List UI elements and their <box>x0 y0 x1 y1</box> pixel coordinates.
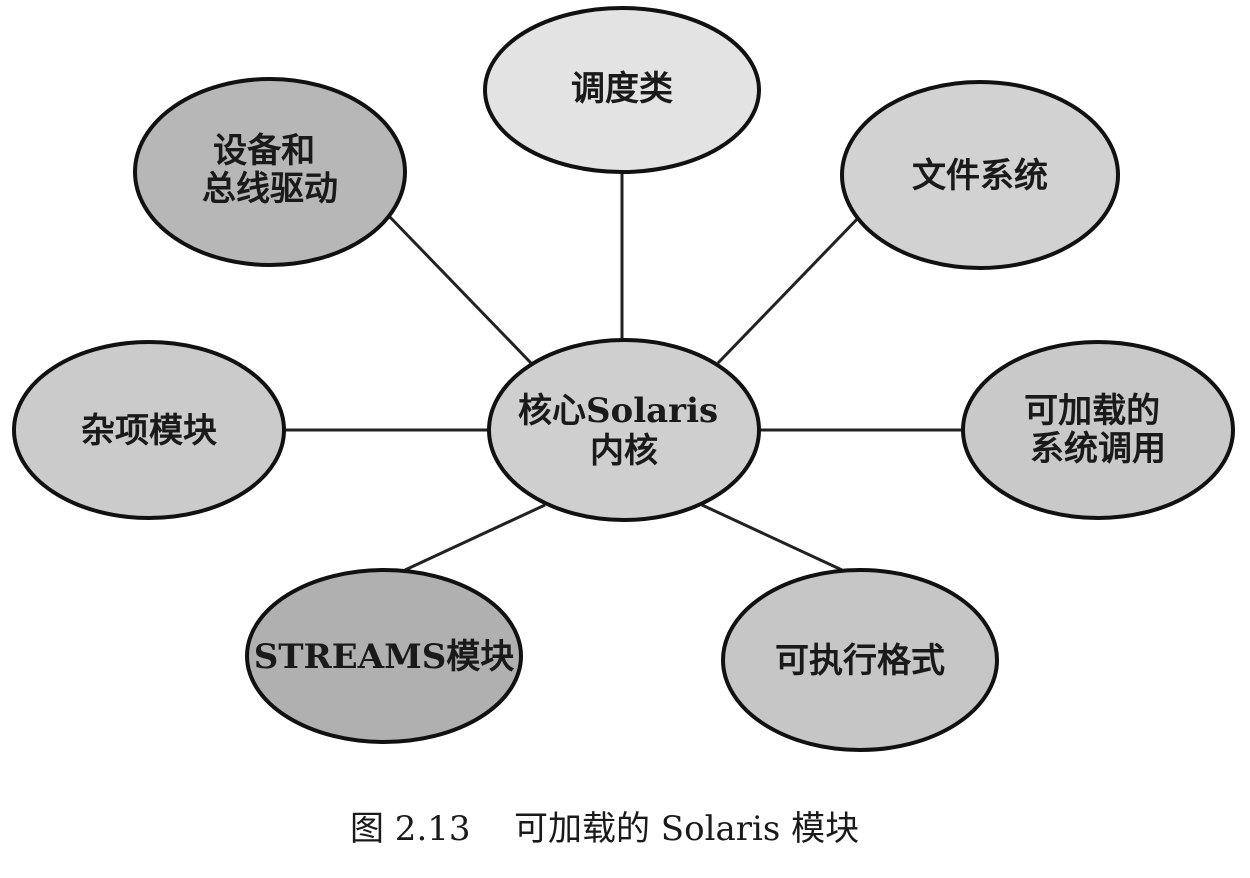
module-streams-module-label: STREAMS模块 <box>254 637 515 677</box>
module-scheduling-class-line-1: 调度类 <box>571 69 673 109</box>
module-loadable-syscall: 可加载的 系统调用 <box>961 340 1235 520</box>
module-loadable-syscall-label: 可加载的 系统调用 <box>1024 391 1172 469</box>
caption-figure-number: 图 2.13 <box>350 809 471 849</box>
module-scheduling-class-shape <box>483 6 761 174</box>
module-device-bus-driver-label: 设备和 总线驱动 <box>202 131 338 209</box>
module-scheduling-class: 调度类 <box>483 6 761 174</box>
core-kernel-line-2: 内核 <box>590 431 658 471</box>
core-kernel-shape <box>487 338 761 522</box>
module-exec-format-line-1: 可执行格式 <box>775 641 945 681</box>
module-streams-module: STREAMS模块 <box>245 568 523 744</box>
core-kernel-label: 核心Solaris 内核 <box>518 391 730 471</box>
module-misc-module-label: 杂项模块 <box>81 411 217 451</box>
module-device-bus-driver-line-2: 总线驱动 <box>202 169 338 209</box>
module-exec-format: 可执行格式 <box>721 568 999 752</box>
core-kernel-node: 核心Solaris 内核 <box>487 338 761 522</box>
module-device-bus-driver-line-1: 设备和 <box>213 131 315 171</box>
module-scheduling-class-label: 调度类 <box>571 69 673 109</box>
connector-exec-format <box>701 503 843 572</box>
module-device-bus-driver: 设备和 总线驱动 <box>133 77 407 267</box>
module-streams-module-line-1: STREAMS模块 <box>254 637 515 677</box>
module-file-system: 文件系统 <box>840 80 1120 270</box>
connectors <box>284 168 963 572</box>
module-file-system-label: 文件系统 <box>912 156 1048 196</box>
caption-title: 可加载的 Solaris 模块 <box>514 809 859 849</box>
module-streams-module-shape <box>245 568 523 744</box>
connector-file-system <box>716 212 864 365</box>
core-kernel-line-1: 核心Solaris <box>518 391 718 431</box>
module-exec-format-label: 可执行格式 <box>775 641 945 681</box>
connector-device-bus-driver <box>385 212 533 365</box>
module-loadable-syscall-line-2: 系统调用 <box>1030 429 1166 469</box>
module-file-system-shape <box>840 80 1120 270</box>
figure-caption: 图 2.13 可加载的 Solaris 模块 <box>350 809 859 849</box>
module-misc-module: 杂项模块 <box>12 340 286 520</box>
module-file-system-line-1: 文件系统 <box>912 156 1048 196</box>
connector-streams-module <box>404 503 546 572</box>
module-device-bus-driver-shape <box>133 77 407 267</box>
module-exec-format-shape <box>721 568 999 752</box>
module-loadable-syscall-shape <box>961 340 1235 520</box>
module-misc-module-line-1: 杂项模块 <box>81 411 217 451</box>
module-misc-module-shape <box>12 340 286 520</box>
module-loadable-syscall-line-1: 可加载的 <box>1024 391 1160 431</box>
